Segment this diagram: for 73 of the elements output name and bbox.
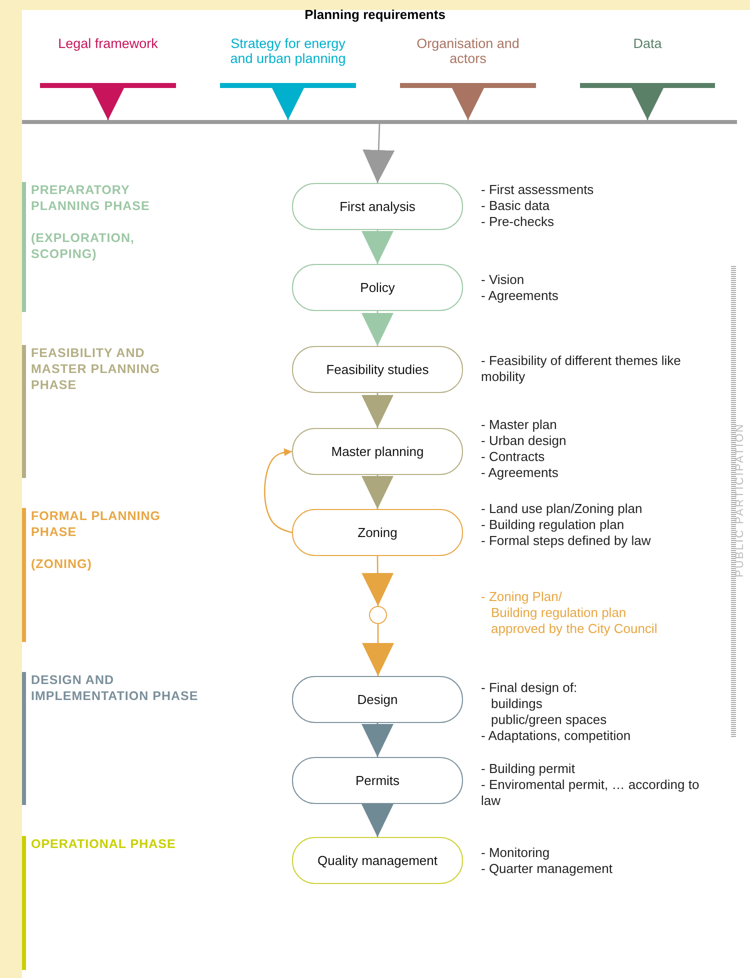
arrow [362, 393, 394, 428]
arrow [362, 475, 394, 509]
note-text: - Master plan [481, 417, 557, 433]
arrow [632, 88, 664, 120]
note-text: - Monitoring [481, 845, 550, 861]
note-text: - Quarter management [481, 861, 613, 877]
note-text: buildings [491, 696, 542, 712]
timeline-bar [22, 120, 737, 124]
phase-label: OPERATIONAL PHASE [31, 836, 177, 852]
requirement-bar [40, 36, 176, 88]
note-text: - Zoning Plan/ [481, 589, 562, 605]
note-text: - Adaptations, competition [481, 728, 631, 744]
note-text: - Enviromental permit, … according to law [481, 777, 700, 809]
note-text: - Land use plan/Zoning plan [481, 501, 642, 517]
arrow [452, 88, 484, 120]
step-label: Permits [355, 773, 400, 788]
phase-label: FORMAL PLANNING PHASE [31, 508, 162, 540]
requirement-bar [220, 36, 356, 88]
feedback-arrow [264, 448, 292, 534]
arrow [362, 624, 394, 676]
requirement-label: Data [632, 36, 663, 51]
step-label: Quality management [318, 853, 438, 868]
process-box [292, 428, 463, 475]
phase-label: (ZONING) [31, 556, 93, 572]
arrow [272, 88, 304, 120]
arrow [362, 311, 394, 346]
process-box [292, 183, 463, 230]
note-text: - First assessments [481, 182, 594, 198]
arrow [362, 556, 394, 606]
process-box [292, 757, 463, 804]
arrow [362, 804, 394, 837]
arrow [362, 124, 395, 184]
note-text: - Vision [481, 272, 524, 288]
process-box [292, 346, 463, 393]
note-text: Building regulation plan [491, 605, 626, 621]
requirement-bar [400, 36, 536, 88]
process-box [292, 264, 463, 311]
phase-label: FEASIBILITY AND MASTER PLANNING PHASE [31, 345, 162, 393]
note-text: - Basic data [481, 198, 550, 214]
process-box [292, 509, 463, 556]
note-text: - Building regulation plan [481, 517, 624, 533]
requirement-bar [580, 36, 715, 88]
step-label: First analysis [340, 199, 416, 214]
note-text: public/green spaces [491, 712, 607, 728]
process-box [292, 837, 463, 884]
step-label: Design [357, 692, 398, 707]
step-label: Zoning [358, 525, 398, 540]
requirement-label: Organisation and actors [416, 36, 520, 66]
note-text: - Formal steps defined by law [481, 533, 651, 549]
side-label: PUBLIC PARTICIPATION [734, 422, 746, 580]
step-label: Policy [360, 280, 395, 295]
note-text: - Contracts [481, 449, 545, 465]
requirement-label: Legal framework [57, 36, 159, 51]
note-text: - Pre-checks [481, 214, 554, 230]
note-text: - Agreements [481, 465, 558, 481]
step-label: Master planning [331, 444, 424, 459]
note-text: - Final design of: [481, 680, 578, 696]
arrow [362, 723, 394, 757]
note-text: - Agreements [481, 288, 558, 304]
note-text: - Urban design [481, 433, 566, 449]
note-text: - Feasibility of different themes like mobility [481, 353, 682, 385]
phase-label: DESIGN AND IMPLEMENTATION PHASE [31, 672, 200, 704]
process-box [292, 676, 463, 723]
milestone-circle [369, 606, 387, 624]
note-text: approved by the City Council [491, 621, 658, 637]
arrow [92, 88, 124, 120]
step-label: Feasibility studies [326, 362, 429, 377]
phase-label: PREPARATORY PLANNING PHASE [31, 182, 151, 214]
phase-label: (EXPLORATION, SCOPING) [31, 230, 136, 262]
diagram-title: Planning requirements [304, 7, 446, 22]
arrow [362, 230, 394, 264]
note-text: - Building permit [481, 761, 575, 777]
requirement-label: Strategy for energy and urban planning [229, 36, 347, 66]
